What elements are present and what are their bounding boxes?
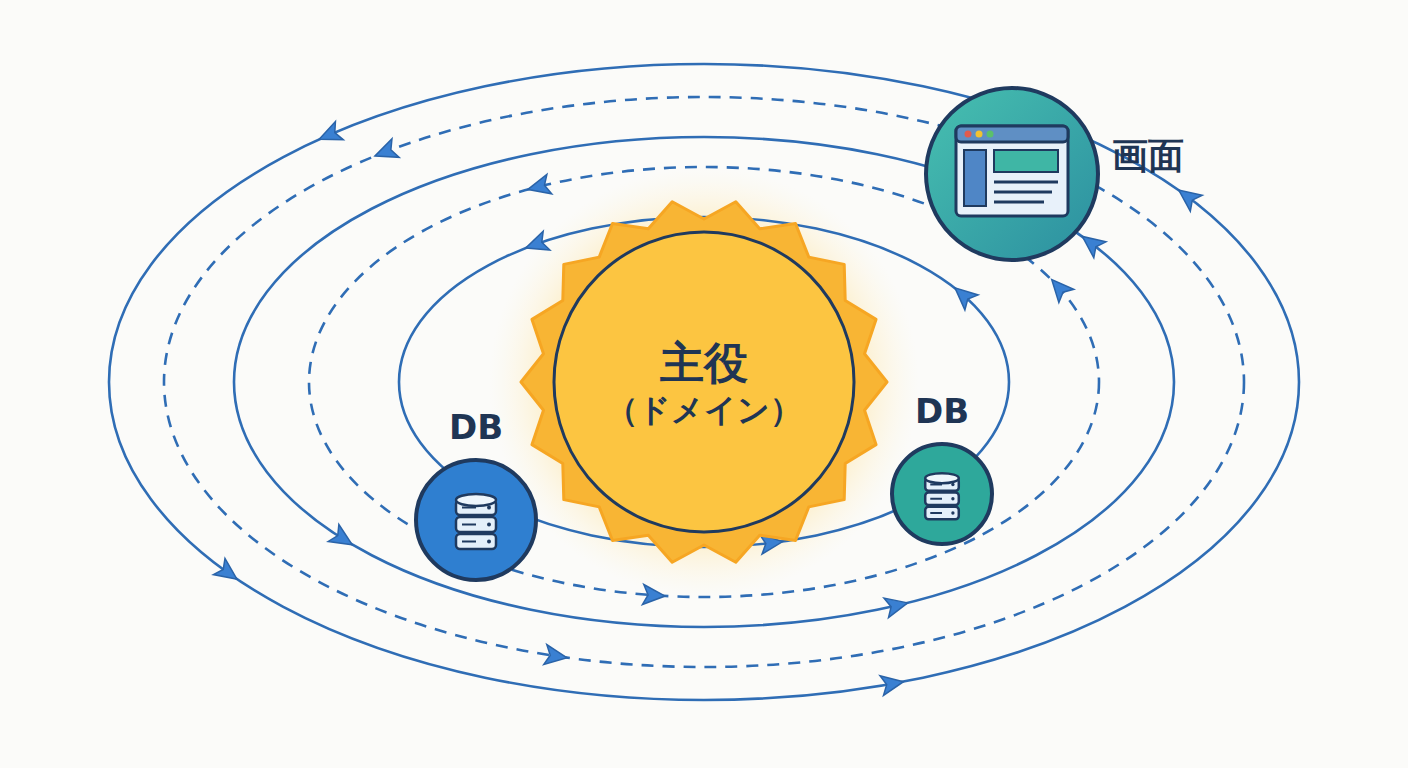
orbit-arrowhead xyxy=(526,174,552,199)
orbit-group xyxy=(109,64,1299,700)
node-label: 画面 xyxy=(1112,138,1184,174)
node-title: 主役 xyxy=(660,335,748,390)
orbit-arrowhead xyxy=(522,231,549,257)
orbit-arrowhead xyxy=(880,672,905,696)
database-circle: DB xyxy=(414,458,538,582)
node-outline xyxy=(414,458,538,582)
node-label: DB xyxy=(449,410,503,444)
orbit-arrowhead xyxy=(948,280,978,310)
orbit-arrowhead xyxy=(1044,273,1074,303)
database-circle: DB xyxy=(890,442,994,546)
orbit-arrowhead xyxy=(315,121,343,148)
screen-circle: 画面 xyxy=(924,86,1100,262)
node-outline xyxy=(924,86,1100,262)
orbit-arrowhead xyxy=(1076,228,1106,257)
domain-sun: 主役（ドメイン） xyxy=(519,197,889,567)
orbit-arrowhead xyxy=(884,593,910,617)
orbit-arrowhead xyxy=(371,139,399,166)
node-subtitle: （ドメイン） xyxy=(606,390,802,430)
orbit-arrowhead xyxy=(642,585,665,606)
orbit-arrowhead xyxy=(328,525,357,554)
node-outline xyxy=(890,442,994,546)
node-label: DB xyxy=(915,394,969,428)
orbit-ring xyxy=(109,64,1299,700)
sun-glow xyxy=(489,167,919,597)
orbit-arrowhead xyxy=(1173,182,1203,211)
orbit-arrowhead xyxy=(544,645,569,668)
orbit-arrowhead xyxy=(213,558,243,587)
orbit-ring xyxy=(399,217,1009,547)
node-text-wrap: 主役（ドメイン） xyxy=(519,197,889,567)
